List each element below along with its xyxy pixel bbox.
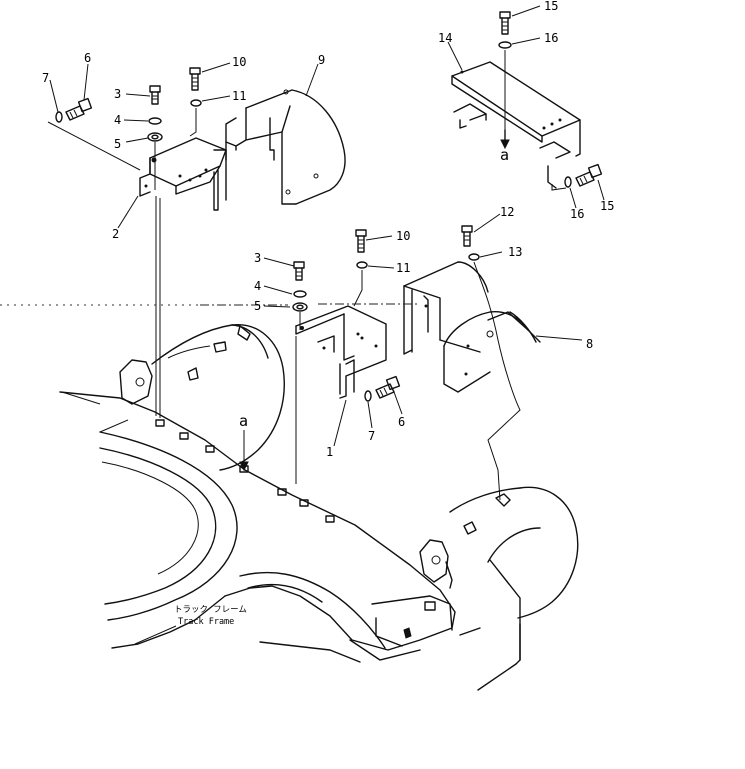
callout-4: 4: [114, 113, 121, 127]
callout-3-center: 3: [254, 251, 261, 265]
track-frame-label-japanese: トラック フレーム: [174, 605, 247, 615]
callout-9: 9: [318, 53, 325, 67]
callout-16-lower: 16: [570, 207, 584, 221]
bolt-6-center: [375, 375, 401, 399]
callout-6-center: 6: [398, 415, 405, 429]
part-2-bracket: [139, 137, 227, 211]
track-frame-label: トラック フレーム Track Frame: [174, 605, 247, 627]
callout-15-lower: 15: [600, 199, 614, 213]
assembly-lines: [0, 50, 567, 501]
callout-1: 1: [326, 445, 333, 459]
reference-a-lower: a: [239, 412, 248, 430]
part-1-bracket: [295, 305, 387, 399]
bolt-3-upper: [149, 85, 161, 105]
callout-6: 6: [84, 51, 91, 65]
callout-14: 14: [438, 31, 452, 45]
part-8-cover: [403, 261, 541, 393]
callout-10-center: 10: [396, 229, 410, 243]
bolt-15-top: [499, 11, 511, 35]
bolt-3-center: [293, 261, 305, 281]
frame-slots: [155, 419, 335, 523]
part-9-cover: [225, 89, 346, 205]
reference-a-upper: a: [500, 146, 509, 164]
callout-11: 11: [232, 89, 246, 103]
fasteners: [55, 11, 603, 402]
left-housing: [151, 324, 285, 471]
callout-12: 12: [500, 205, 514, 219]
callout-5: 5: [114, 137, 121, 151]
leader-lines: [49, 5, 605, 447]
part-14-bracket: [451, 61, 581, 189]
track-frame: [59, 359, 456, 663]
reference-marks: a a: [239, 146, 509, 430]
right-housing: [419, 486, 579, 691]
callout-8: 8: [586, 337, 593, 351]
track-frame-label-english: Track Frame: [178, 617, 234, 627]
callout-16: 16: [544, 31, 558, 45]
callout-11-center: 11: [396, 261, 410, 275]
callout-5-center: 5: [254, 299, 261, 313]
callout-3: 3: [114, 87, 121, 101]
bolt-15-right: [575, 163, 603, 187]
bolt-6: [65, 97, 93, 121]
bolt-10-upper: [189, 67, 201, 91]
callout-13: 13: [508, 245, 522, 259]
bolt-12: [461, 225, 473, 247]
callout-7-center: 7: [368, 429, 375, 443]
bolt-10-center: [355, 229, 367, 253]
callout-10: 10: [232, 55, 246, 69]
callout-4-center: 4: [254, 279, 261, 293]
callout-2: 2: [112, 227, 119, 241]
callout-15: 15: [544, 0, 558, 13]
callout-7: 7: [42, 71, 49, 85]
callout-labels: 1 2 3 4 5 6 7 9 10 11 14 15 16 16 15 3 4…: [42, 0, 614, 459]
